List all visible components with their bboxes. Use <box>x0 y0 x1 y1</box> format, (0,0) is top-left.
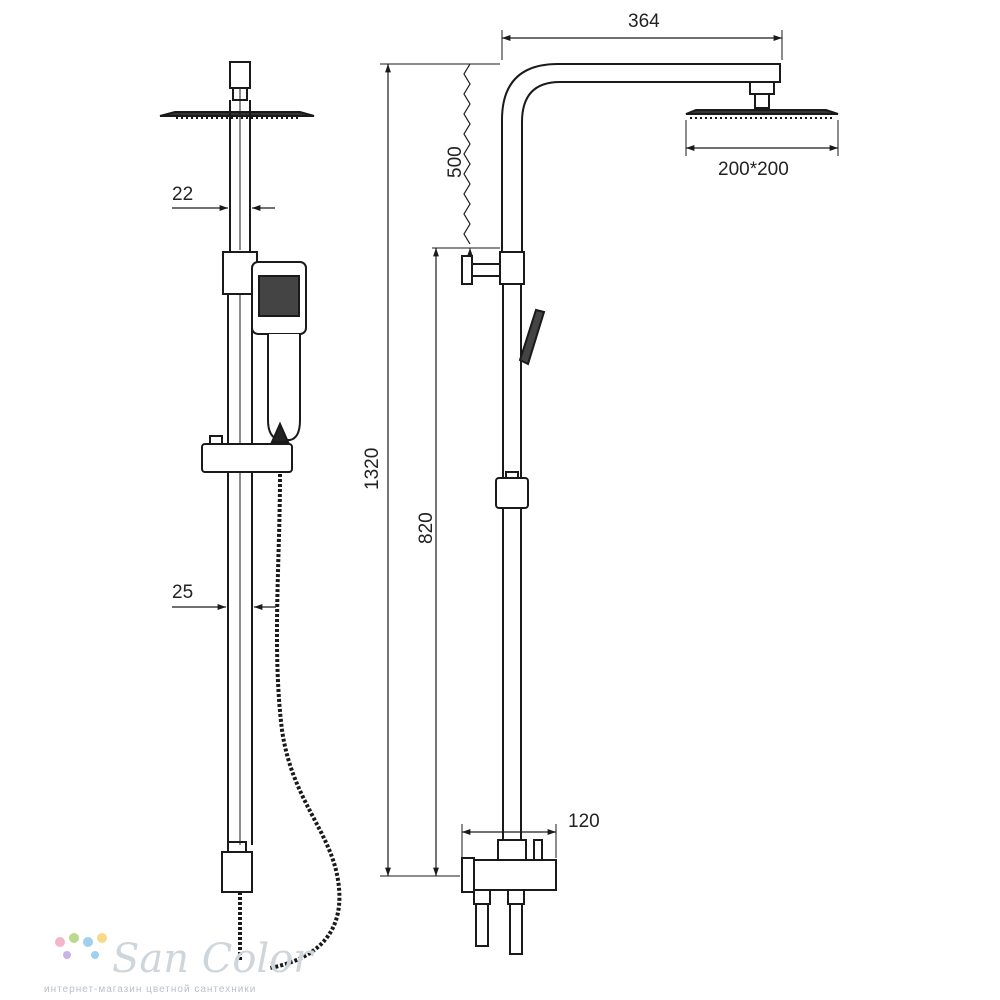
hand-shower <box>251 261 307 443</box>
watermark-tagline: интернет-магазин цветной сантехники <box>44 984 256 995</box>
watermark-dot <box>91 951 99 959</box>
dim-riser-upper: 500 <box>445 146 466 178</box>
dim-riser-lower: 820 <box>416 512 437 544</box>
front-view <box>159 61 342 970</box>
slider-side <box>495 477 529 509</box>
watermark-dot <box>55 937 65 947</box>
hose-front <box>269 473 342 970</box>
overhead-head-side <box>159 111 315 119</box>
shower-arm <box>501 63 781 252</box>
watermark-dot <box>97 933 107 943</box>
overhead-head-front <box>685 109 839 119</box>
dim-tube-lower: 25 <box>172 582 193 603</box>
dim-arm-reach: 364 <box>628 11 660 32</box>
dim-total-height: 1320 <box>362 448 383 490</box>
bottom-outlet <box>221 851 253 893</box>
mixer-lever <box>533 839 543 861</box>
watermark: San Color интернет-магазин цветной санте… <box>44 933 315 995</box>
dim-tube-upper: 22 <box>172 184 193 205</box>
slider-bracket <box>201 443 293 473</box>
mixer-body <box>473 859 557 891</box>
wall-bracket <box>461 255 473 285</box>
side-view <box>380 30 839 955</box>
watermark-dot <box>83 937 93 947</box>
mixer-top <box>497 839 527 863</box>
watermark-brand: San Color <box>112 936 315 982</box>
dim-head-size: 200*200 <box>718 159 789 180</box>
dim-mixer-width: 120 <box>568 811 600 832</box>
break-line <box>463 63 471 245</box>
top-connector <box>229 61 251 89</box>
watermark-dot <box>69 933 79 943</box>
watermark-dot <box>63 951 71 959</box>
